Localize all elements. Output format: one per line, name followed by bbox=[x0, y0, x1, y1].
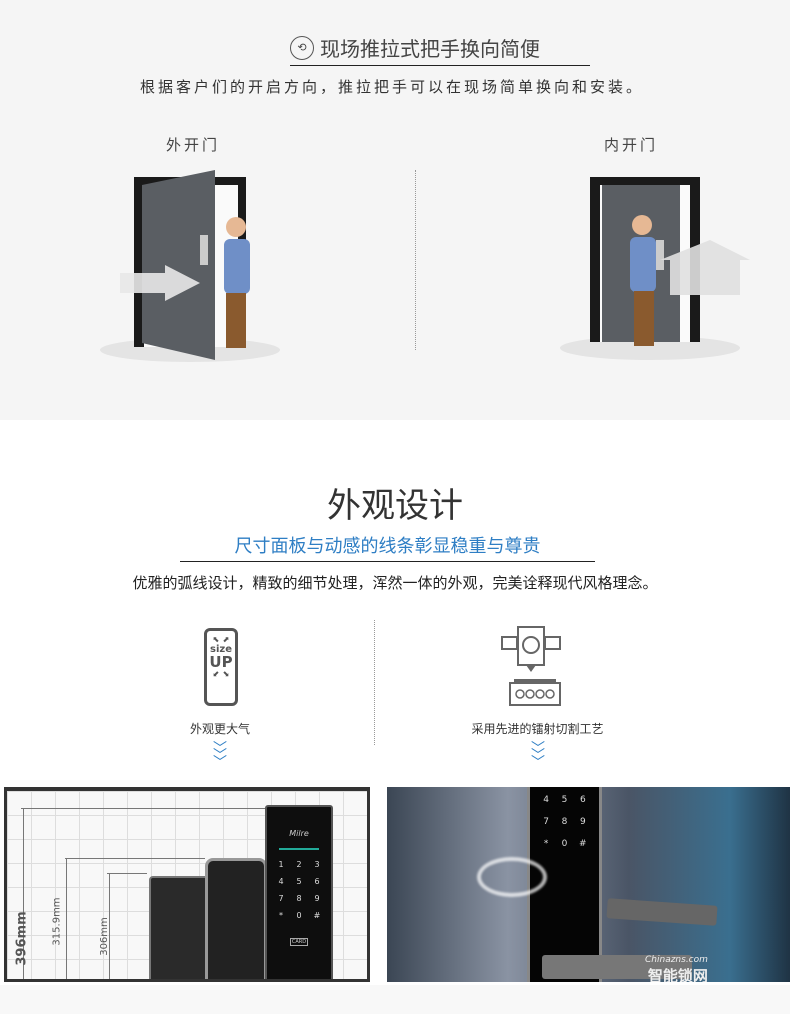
divider bbox=[415, 170, 416, 350]
inward-door-label: 内开门 bbox=[604, 136, 659, 154]
keypad-key: 7 bbox=[543, 817, 550, 827]
keypad-key: 9 bbox=[579, 817, 586, 827]
keypad-key: 0 bbox=[296, 911, 302, 920]
door-handle bbox=[542, 955, 692, 979]
keypad-key: 8 bbox=[561, 817, 568, 827]
keypad-key: 4 bbox=[543, 795, 550, 805]
keypad-key: 6 bbox=[314, 877, 320, 886]
outward-door-label: 外开门 bbox=[166, 136, 221, 154]
keypad-key: * bbox=[543, 839, 549, 849]
keypad-key: 5 bbox=[561, 795, 568, 805]
keypad-key: 0 bbox=[561, 839, 568, 849]
swoosh bbox=[477, 857, 547, 897]
chevron-down-icon: ﹀﹀﹀ bbox=[531, 741, 545, 771]
appearance-subtitle: 尺寸面板与动感的线条彰显稳重与尊贵 bbox=[180, 532, 595, 562]
watermark-logo: Chinazns.com 智能锁网 bbox=[645, 955, 708, 982]
divider bbox=[374, 620, 375, 745]
keypad-key: # bbox=[313, 911, 321, 920]
keypad-key: 6 bbox=[579, 795, 586, 805]
keypad-key: 7 bbox=[278, 894, 284, 903]
chevron-down-icon: ﹀﹀﹀ bbox=[213, 741, 227, 771]
feature-label: 外观更大气 bbox=[189, 722, 250, 736]
keypad: 4 5 6 7 8 9 * 0 # bbox=[540, 795, 589, 849]
section-description: 根据客户们的开启方向，推拉把手可以在现场简单换向和安装。 bbox=[140, 78, 645, 96]
inward-door-illustration bbox=[560, 177, 750, 360]
keypad-key: 1 bbox=[278, 860, 284, 869]
keypad-key: 2 bbox=[296, 860, 302, 869]
keypad-key: 9 bbox=[314, 894, 320, 903]
door-handle-rotate-icon: ⟲ bbox=[290, 35, 314, 60]
laser-cutting-icon bbox=[501, 626, 561, 706]
keypad-key: # bbox=[579, 839, 587, 849]
keypad-key: 3 bbox=[314, 860, 320, 869]
appearance-description: 优雅的弧线设计，精致的细节处理，浑然一体的外观，完美诠释现代风格理念。 bbox=[132, 574, 658, 592]
keypad-key: 5 bbox=[296, 877, 302, 886]
section-title: ⟲ 现场推拉式把手换向简便 bbox=[290, 30, 590, 66]
outward-door-illustration bbox=[100, 170, 280, 362]
door-handle bbox=[606, 898, 718, 926]
appearance-title: 外观设计 bbox=[327, 486, 463, 526]
footer-band bbox=[0, 985, 790, 1014]
product-photo: 4 5 6 7 8 9 * 0 # Chinazns.com 智能锁网 bbox=[387, 787, 790, 982]
size-up-icon: ⬉ ⬈ size UP ⬋ ⬊ bbox=[204, 628, 238, 706]
keypad-key: 4 bbox=[278, 877, 284, 886]
keypad-key: * bbox=[279, 911, 283, 920]
keypad-key: 8 bbox=[296, 894, 302, 903]
feature-label: 采用先进的镭射切割工艺 bbox=[471, 722, 604, 736]
keypad: 1 2 3 4 5 6 7 8 9 * 0 # bbox=[275, 860, 323, 920]
